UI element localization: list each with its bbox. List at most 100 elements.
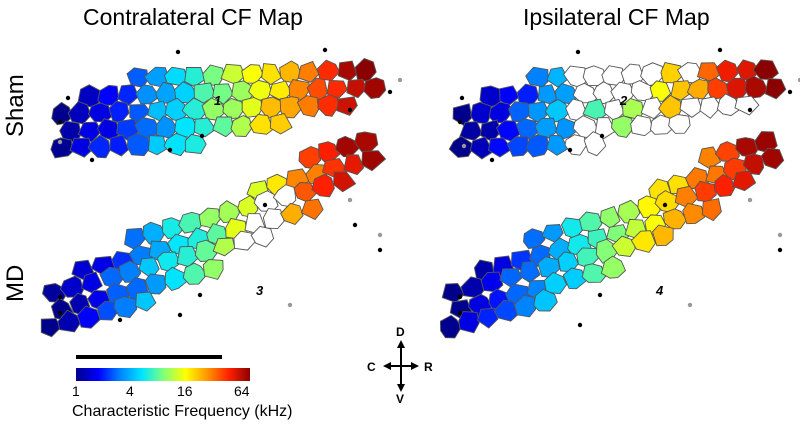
map-cell [582,65,607,87]
map-cell [713,173,736,197]
map-cell [297,60,320,83]
frequency-colorbar [76,368,250,381]
recording-site-dot [167,147,173,153]
map-cell [555,117,579,140]
recording-site-dot [197,292,203,298]
recording-site-dot [459,95,465,101]
map-cell [752,59,779,80]
map-cell [686,78,710,100]
map-cell [363,77,387,99]
map-cell [701,198,722,222]
map-cell [694,180,717,203]
map-cell [76,305,101,329]
colorbar-tick-16: 16 [177,383,193,399]
recording-site-dot [57,139,63,145]
map-cell [144,273,167,295]
recording-site-dot [377,232,383,238]
recording-site-dot [777,247,783,253]
map-cell [156,251,181,272]
ipsilateral-sham-map [448,47,800,163]
compass-ventral: V [396,392,405,406]
recording-site-dot [717,47,723,53]
map-cell [57,309,82,333]
map-cell [81,271,103,294]
recording-site-dot [577,322,583,328]
map-cell [458,311,480,334]
map-cell [543,271,568,295]
recording-site-dot [89,157,95,163]
recording-site-dot [662,202,668,208]
map-cell [699,96,722,119]
map-cell [250,225,275,248]
map-cell [662,208,688,230]
map-cell [459,121,483,141]
map-cell [222,97,245,120]
site-label-4: 4 [656,283,664,298]
map-cell [581,263,607,283]
recording-site-dot [397,77,403,83]
map-cell [506,136,530,157]
map-cell [640,96,665,120]
recording-site-dot [747,197,753,203]
map-cell [317,59,340,81]
map-cell [599,205,621,229]
map-cell [40,318,62,338]
map-cell [649,80,672,102]
recording-site-dot [687,302,693,308]
map-cell [337,60,358,82]
map-cell [126,132,152,157]
recording-site-dot [177,312,183,318]
map-cell [611,115,635,138]
map-cell [760,147,785,170]
compass-caudal: C [367,360,376,374]
map-cell [670,80,694,101]
recording-site-dot [65,95,71,101]
map-cell [193,117,217,138]
contralateral-md-map [40,131,387,338]
recording-site-dot [347,197,353,203]
map-cell [193,82,216,104]
map-cell [164,266,188,292]
recording-site-dot [457,119,463,125]
site-label-3: 3 [256,283,264,298]
map-cell [734,95,760,116]
recording-site-dot [457,294,463,300]
map-cell [87,134,111,159]
compass-dorsal: D [396,325,405,339]
map-cell [346,78,367,99]
map-cell [493,299,518,322]
map-cell [600,255,627,279]
map-cell [296,95,320,118]
recording-site-dot [262,202,268,208]
map-cell [317,94,339,117]
map-cell [142,221,166,245]
recording-site-dot [387,89,393,95]
map-cell [513,294,537,318]
map-cell [354,57,377,83]
map-cell [249,113,274,135]
map-cell [261,63,283,86]
map-cell [470,101,492,125]
map-cell [716,93,741,117]
map-cell [651,224,674,247]
title-contralateral: Contralateral CF Map [83,4,303,30]
map-cell [300,198,324,221]
title-ipsilateral: Ipsilateral CF Map [523,4,710,30]
map-cell [117,84,139,106]
map-cell [525,66,549,88]
map-cell [336,96,358,116]
site-label-1: 1 [214,93,222,108]
recording-site-dot [377,247,383,253]
map-cell [594,117,616,140]
recording-site-dot [322,47,328,53]
recording-site-dot [117,317,123,323]
recording-site-dot [57,294,63,300]
recording-site-dot [567,147,573,153]
map-cell [269,112,293,135]
recording-site-dot [287,302,293,308]
map-cell [439,314,462,339]
map-cell [343,154,365,176]
map-cell [546,134,569,156]
map-cell [742,153,765,176]
map-cell [67,100,92,125]
